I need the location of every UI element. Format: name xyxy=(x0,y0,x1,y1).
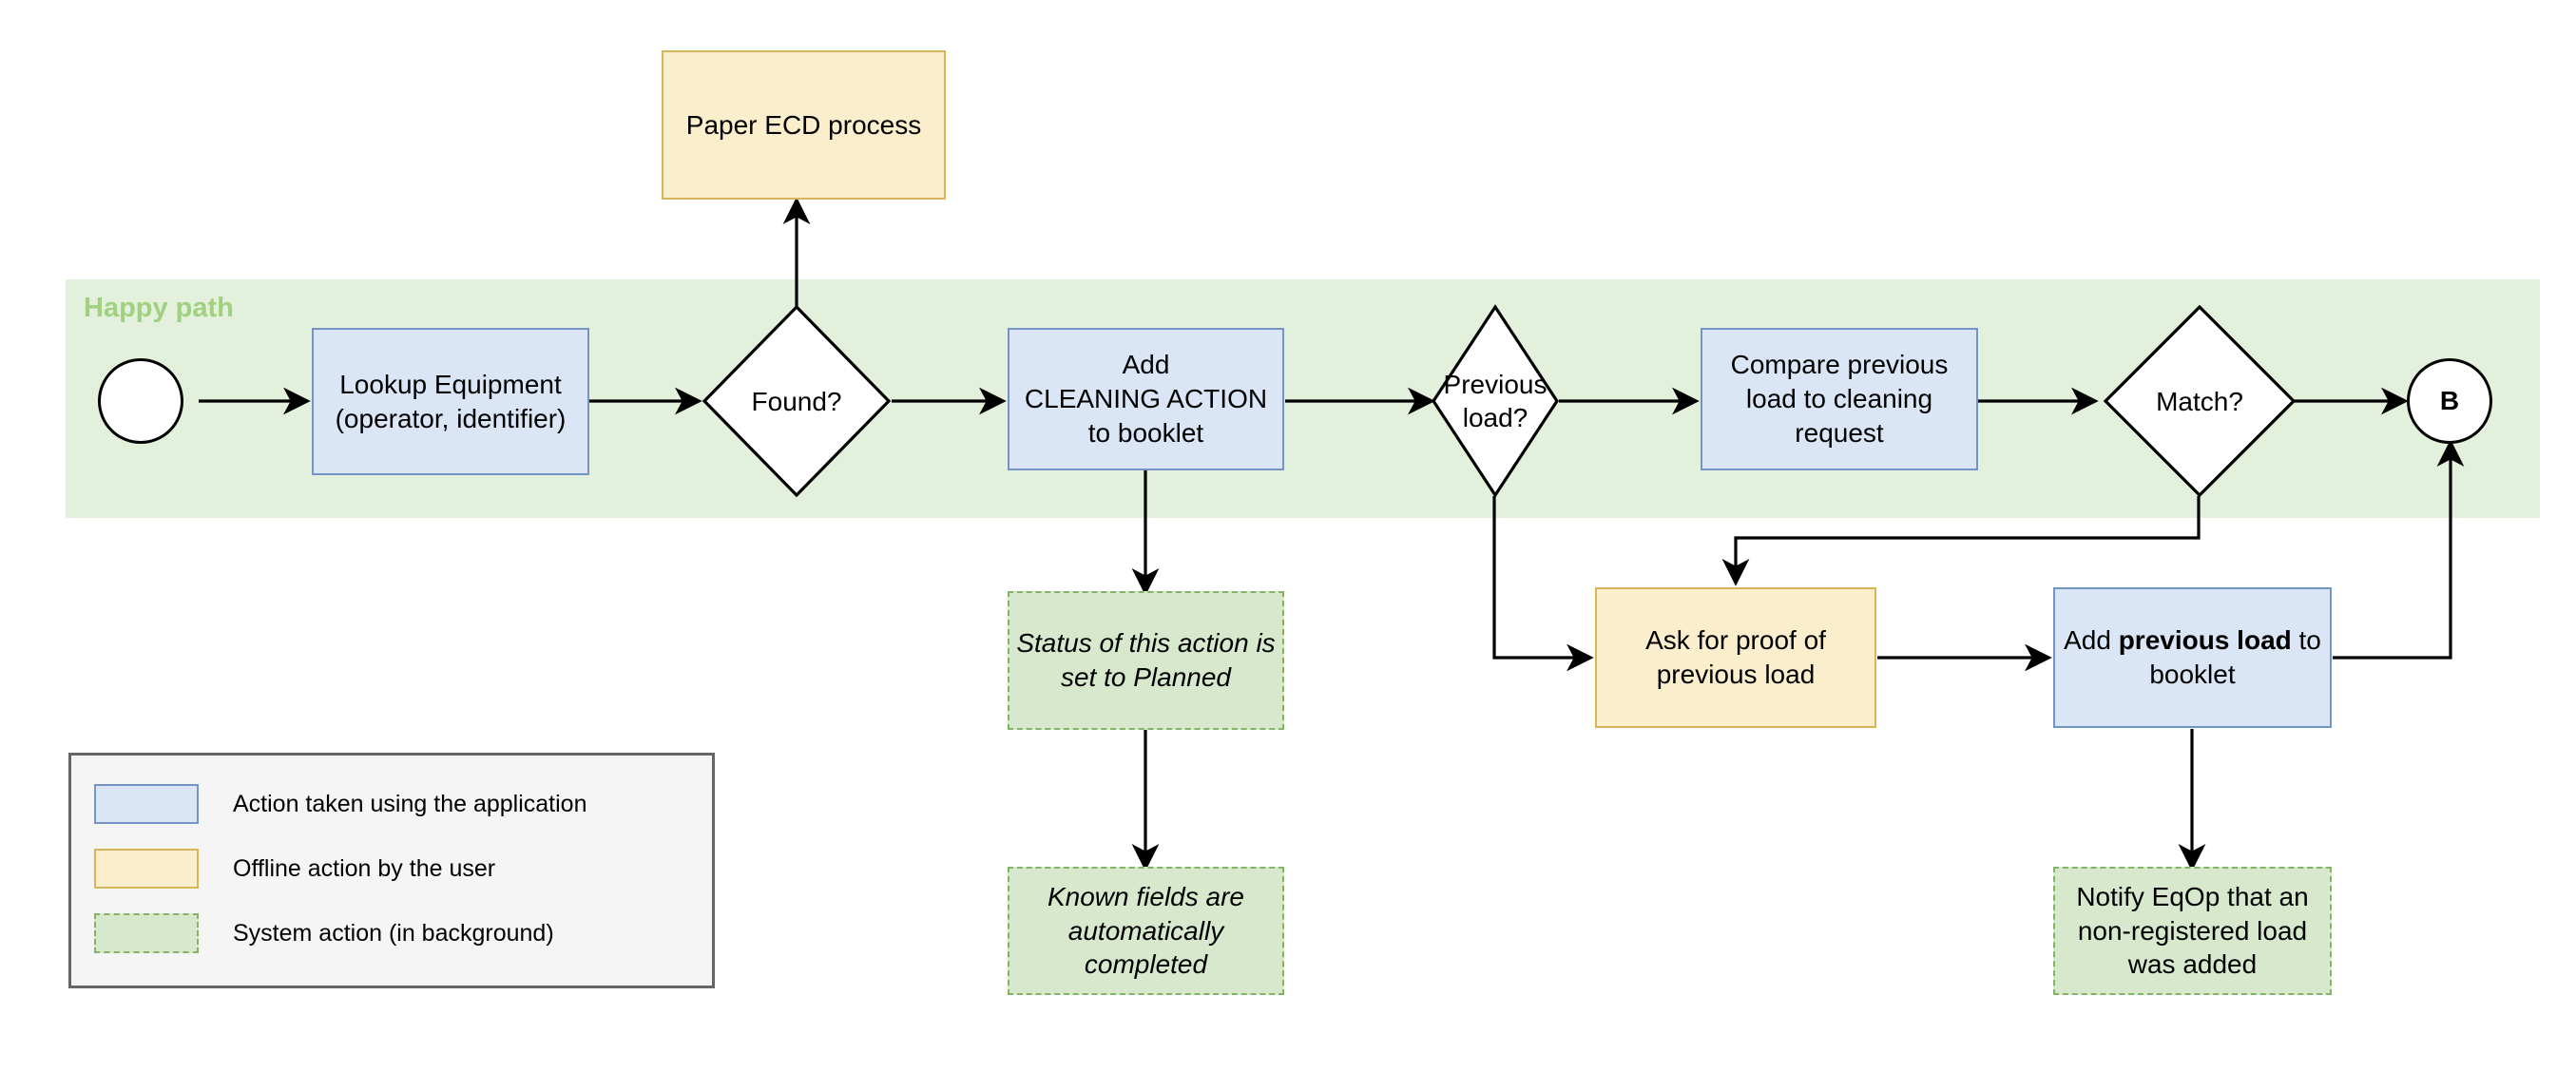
node-status-planned[interactable]: Status of this action is set to Planned xyxy=(1008,591,1284,730)
node-ask-proof[interactable]: Ask for proof of previous load xyxy=(1595,587,1876,728)
node-lookup-equipment[interactable]: Lookup Equipment (operator, identifier) xyxy=(312,328,589,475)
legend-item-offline-action: Offline action by the user xyxy=(94,849,495,889)
node-compare-previous-load-label: Compare previous load to cleaning reques… xyxy=(1730,350,1949,448)
legend-label-app-action: Action taken using the application xyxy=(233,790,587,817)
legend-swatch-app-action xyxy=(94,784,199,824)
edge-previous-load-to-ask-proof xyxy=(1492,496,1594,672)
node-status-planned-label: Status of this action is set to Planned xyxy=(1016,628,1276,692)
node-previous-load-decision-label: Previous load? xyxy=(1443,370,1548,432)
node-match-decision[interactable]: Match? xyxy=(2103,304,2297,498)
node-notify-eqop-label: Notify EqOp that an non-registered load … xyxy=(2076,881,2309,980)
node-lookup-equipment-label: Lookup Equipment (operator, identifier) xyxy=(335,369,567,433)
legend-label-system-action: System action (in background) xyxy=(233,919,554,947)
node-previous-load-decision[interactable]: Previous load? xyxy=(1431,304,1560,498)
node-paper-ecd-process[interactable]: Paper ECD process xyxy=(662,50,946,200)
node-connector-b-label: B xyxy=(2439,386,2460,415)
node-found-decision[interactable]: Found? xyxy=(702,304,892,498)
node-known-fields-label: Known fields are automatically completed xyxy=(1047,881,1244,980)
node-add-previous-load-label: Add previous load to booklet xyxy=(2064,625,2321,689)
legend-swatch-system-action xyxy=(94,913,199,953)
node-add-previous-load[interactable]: Add previous load to booklet xyxy=(2053,587,2332,728)
start-node[interactable] xyxy=(98,358,183,444)
node-known-fields[interactable]: Known fields are automatically completed xyxy=(1008,867,1284,995)
node-match-decision-label: Match? xyxy=(2156,386,2243,416)
happy-path-band-label: Happy path xyxy=(84,293,234,323)
legend-item-system-action: System action (in background) xyxy=(94,913,554,953)
legend-label-offline-action: Offline action by the user xyxy=(233,854,496,882)
node-add-cleaning-action-label: Add CLEANING ACTION to booklet xyxy=(1024,350,1268,448)
node-notify-eqop[interactable]: Notify EqOp that an non-registered load … xyxy=(2053,867,2332,995)
node-connector-b[interactable]: B xyxy=(2407,358,2492,444)
node-add-cleaning-action[interactable]: Add CLEANING ACTION to booklet xyxy=(1008,328,1284,470)
legend: Action taken using the application Offli… xyxy=(68,753,715,988)
node-paper-ecd-process-label: Paper ECD process xyxy=(685,109,922,140)
node-compare-previous-load[interactable]: Compare previous load to cleaning reques… xyxy=(1701,328,1978,470)
node-ask-proof-label: Ask for proof of previous load xyxy=(1645,625,1826,689)
node-found-decision-label: Found? xyxy=(751,386,842,416)
legend-swatch-offline-action xyxy=(94,849,199,889)
legend-item-app-action: Action taken using the application xyxy=(94,784,586,824)
